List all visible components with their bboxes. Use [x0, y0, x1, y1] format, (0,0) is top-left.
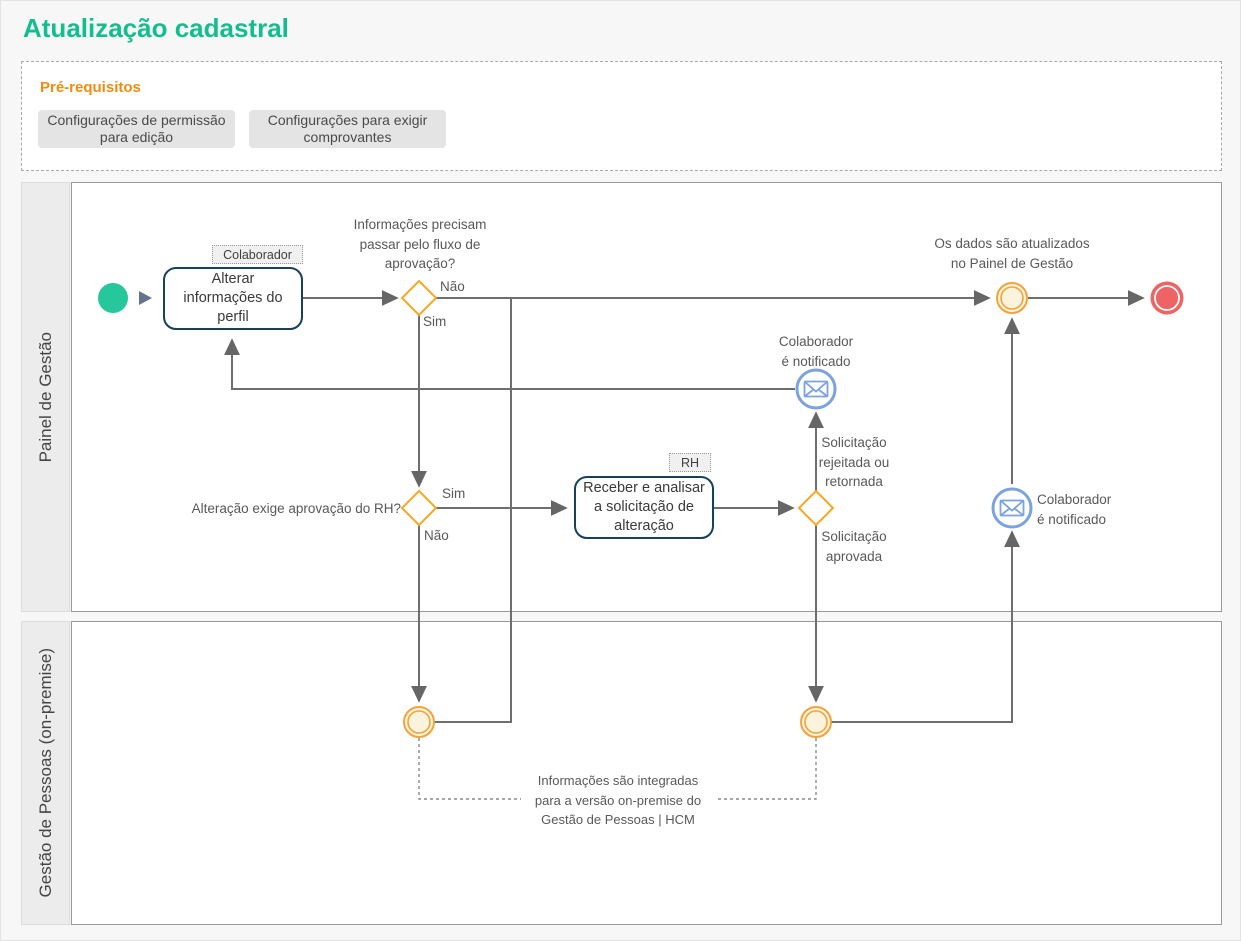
prereq-button-permissions[interactable]: Configurações de permissão para edição: [38, 110, 235, 148]
gateway3-label-approved: Solicitação aprovada: [821, 529, 887, 564]
notify1-label: Colaborador é notificado: [778, 334, 854, 369]
task-receber-analisar: Receber e analisar a solicitação de alte…: [574, 476, 714, 539]
gateway3-label-rejected: Solicitação rejeitada ou retornada: [818, 435, 890, 489]
lane-label-painel-de-gestao: Painel de Gestão: [21, 182, 70, 612]
lane-label-gestao-de-pessoas: Gestão de Pessoas (on-premise): [21, 621, 70, 925]
gateway1-label-nao: Não: [440, 279, 465, 294]
gateway2-label-sim: Sim: [442, 486, 466, 501]
lane-label-text: Gestão de Pessoas (on-premise): [35, 648, 55, 898]
task2-role-badge: RH: [669, 453, 711, 472]
prerequisites-heading: Pré-requisitos: [40, 79, 141, 96]
gateway1-label-sim: Sim: [423, 314, 447, 329]
integration-annotation: Informações são integradas para a versão…: [534, 773, 702, 827]
prereq-button-receipts[interactable]: Configurações para exigir comprovantes: [249, 110, 446, 148]
updated-label: Os dados são atualizados no Painel de Ge…: [934, 236, 1090, 271]
task-alterar-informacoes: Alterar informações do perfil: [163, 267, 303, 330]
lane-body-gestao-de-pessoas: [71, 621, 1222, 925]
lane-label-text: Painel de Gestão: [35, 331, 55, 463]
gateway1-question: Informações precisam passar pelo fluxo d…: [353, 217, 487, 271]
prerequisites-panel: Pré-requisitos Configurações de permissã…: [21, 61, 1222, 171]
page-title: Atualização cadastral: [23, 13, 289, 43]
task1-role-badge: Colaborador: [212, 245, 303, 264]
gateway2-question: Alteração exige aprovação do RH?: [191, 501, 401, 516]
notify2-label: Colaborador é notificado: [1037, 492, 1112, 527]
gateway2-label-nao: Não: [424, 528, 449, 543]
